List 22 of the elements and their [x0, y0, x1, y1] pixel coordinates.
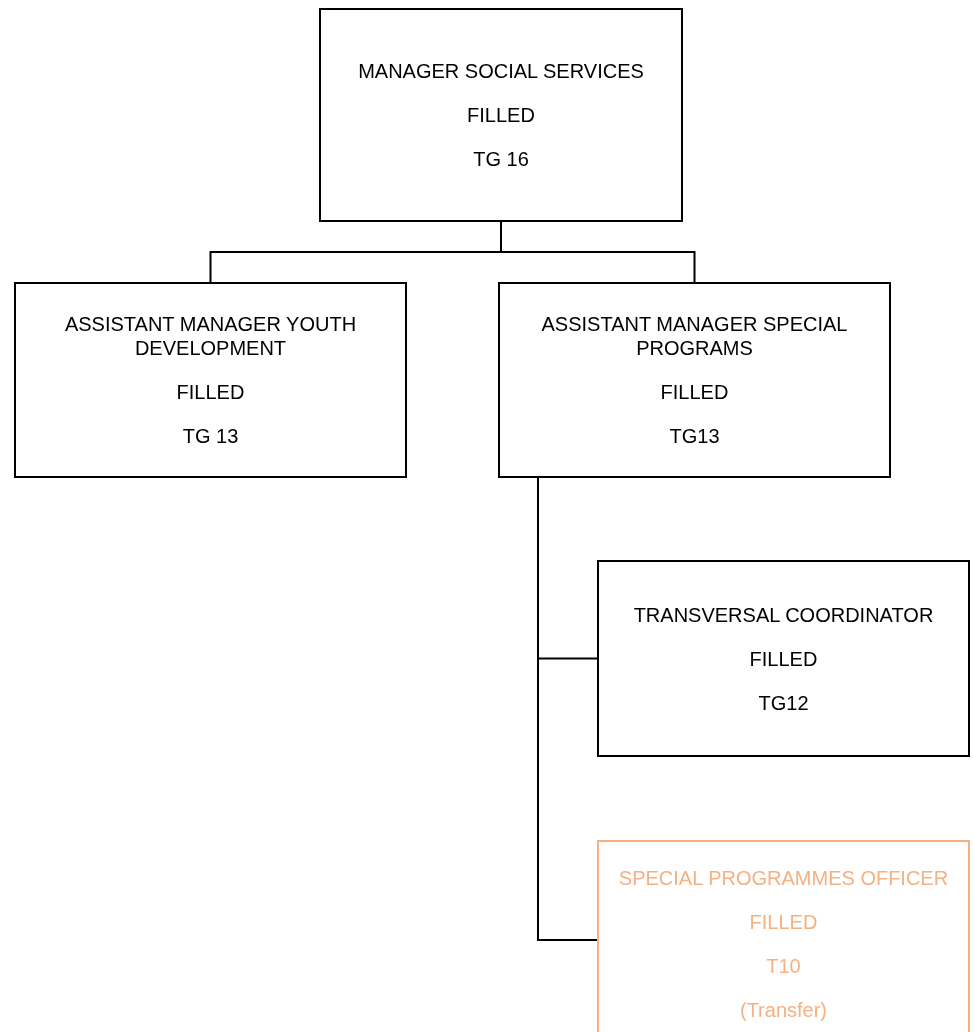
job-title: ASSISTANT MANAGER YOUTH DEVELOPMENT	[63, 312, 358, 360]
position-detail: FILLED	[749, 646, 818, 671]
position-detail: FILLED	[467, 103, 535, 127]
position-box	[597, 840, 970, 1032]
job-title: SPECIAL PROGRAMMES OFFICER	[618, 866, 949, 890]
job-title: TRANSVERSAL COORDINATOR	[633, 602, 934, 627]
position-detail: (Transfer)	[739, 998, 827, 1022]
job-title: MANAGER SOCIAL SERVICES	[358, 59, 644, 83]
position-detail: TG 16	[473, 147, 529, 171]
position-detail: TG 13	[182, 424, 239, 448]
job-title: ASSISTANT MANAGER SPECIAL PROGRAMS	[540, 312, 849, 360]
position-detail: FILLED	[749, 910, 818, 934]
position-box	[498, 282, 891, 478]
position-box	[14, 282, 407, 478]
position-detail: FILLED	[176, 380, 245, 404]
position-detail: FILLED	[660, 380, 729, 404]
position-box	[597, 560, 970, 757]
position-detail: T10	[766, 954, 801, 978]
position-detail: TG13	[669, 424, 720, 448]
position-box	[319, 8, 683, 222]
position-detail: TG12	[758, 690, 809, 715]
connector-line	[500, 221, 696, 283]
